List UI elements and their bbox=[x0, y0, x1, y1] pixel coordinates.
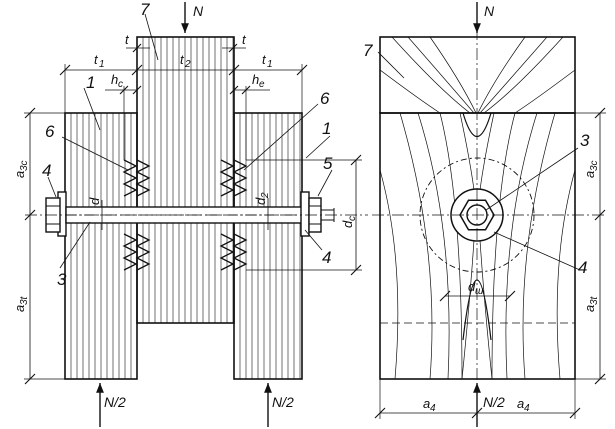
right-washer bbox=[300, 191, 310, 237]
dim-a3t-left-sub: 3t bbox=[19, 295, 30, 305]
right-side-board-grain bbox=[239, 113, 301, 379]
dim-t-right: t bbox=[242, 32, 247, 47]
dim-t1-right-sub: 1 bbox=[267, 59, 273, 70]
tooth-plate-left-upper bbox=[122, 159, 138, 197]
tooth-plate-right-upper bbox=[219, 159, 235, 197]
front-grain bbox=[379, 36, 576, 380]
callout-6-left: 6 bbox=[45, 122, 55, 141]
dim-d2-sub: 2 bbox=[260, 192, 271, 199]
dim-t1-left-sub: 1 bbox=[99, 59, 105, 70]
callout-3-left: 3 bbox=[57, 270, 67, 289]
dim-d2: d bbox=[253, 197, 268, 205]
left-side-board-grain bbox=[70, 113, 132, 379]
callout-1-right: 1 bbox=[322, 119, 331, 138]
front-view bbox=[372, 2, 606, 427]
dim-a3c-right-sub: 3c bbox=[589, 160, 600, 171]
dim-dc: d bbox=[340, 220, 355, 228]
dim-dc-sub: c bbox=[347, 216, 358, 221]
force-label-bottom-1: N/2 bbox=[104, 394, 126, 410]
dim-a3t-right-sub: 3t bbox=[589, 295, 600, 305]
dim-a4-left-sub: 4 bbox=[430, 403, 436, 414]
dim-he-sub: e bbox=[259, 79, 265, 90]
force-label-bottom-3: N/2 bbox=[483, 394, 505, 410]
dim-t2-sub: 2 bbox=[184, 59, 191, 70]
callout-7-left: 7 bbox=[140, 0, 150, 19]
force-label-top-right: N bbox=[484, 3, 495, 19]
dim-hc: h bbox=[111, 72, 118, 87]
right-side-board bbox=[233, 112, 303, 380]
dim-a3c-left: a bbox=[12, 171, 27, 178]
middle-board bbox=[136, 36, 235, 324]
dim-t-left: t bbox=[125, 32, 130, 47]
callout-1-left: 1 bbox=[86, 73, 95, 92]
callout-7-right: 7 bbox=[363, 41, 373, 60]
tooth-plate-left-lower bbox=[122, 233, 138, 271]
dim-t2: t bbox=[180, 52, 185, 67]
middle-board-grain bbox=[142, 37, 234, 323]
dim-dsh: d bbox=[468, 279, 476, 294]
dim-hc-sub: c bbox=[118, 79, 123, 90]
tooth-plate-right-lower bbox=[219, 233, 235, 271]
front-board-top bbox=[379, 36, 576, 114]
dim-a3t-right: a bbox=[582, 305, 597, 312]
dim-dsh-sub: ш bbox=[475, 286, 484, 297]
dim-he: h bbox=[252, 72, 259, 87]
callout-4-left: 4 bbox=[42, 161, 51, 180]
callout-6-right: 6 bbox=[320, 89, 330, 108]
dim-a4-left: a bbox=[423, 396, 430, 411]
callout-5: 5 bbox=[323, 154, 333, 173]
dim-a3c-left-sub: 3c bbox=[19, 160, 30, 171]
force-label-bottom-2: N/2 bbox=[272, 394, 294, 410]
callout-4-right: 4 bbox=[578, 258, 587, 277]
side-view bbox=[24, 2, 368, 427]
callout-3-right: 3 bbox=[580, 131, 590, 150]
dim-t1-left: t bbox=[94, 52, 99, 67]
dim-t1-right: t bbox=[262, 52, 267, 67]
dim-d: d bbox=[87, 197, 102, 205]
labels: N N N/2 N/2 N/2 t t t 1 t 2 t 1 h c h e … bbox=[12, 0, 600, 414]
force-label-top-left: N bbox=[193, 3, 204, 19]
callout-4-mid: 4 bbox=[322, 248, 331, 267]
front-board-main bbox=[379, 112, 576, 380]
dim-a4-right: a bbox=[517, 396, 524, 411]
dim-a3t-left: a bbox=[12, 305, 27, 312]
dim-a4-right-sub: 4 bbox=[524, 403, 530, 414]
dim-a3c-right: a bbox=[582, 171, 597, 178]
